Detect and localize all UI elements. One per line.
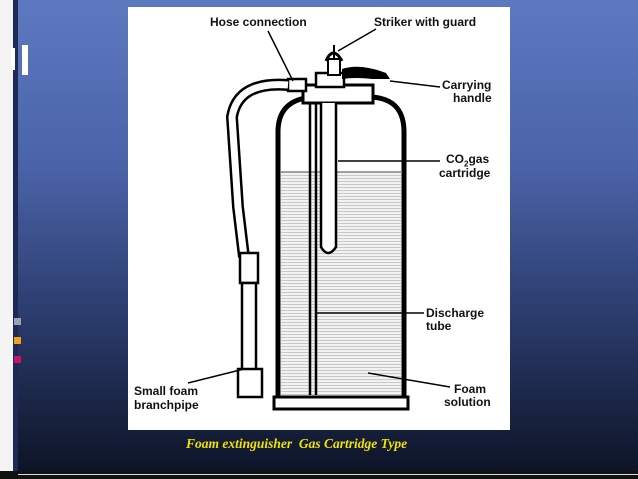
- label-carrying-handle-2: handle: [453, 91, 492, 105]
- label-foam: Foam: [454, 382, 487, 396]
- leader-foam-solution: [367, 372, 451, 388]
- label-hose-connection: Hose connection: [210, 15, 307, 29]
- label-small-foam: Small foam: [134, 384, 199, 398]
- branchpipe-coupling: [238, 251, 260, 285]
- branchpipe-holder: [236, 367, 264, 399]
- label-co2-prefix: CO: [446, 152, 464, 166]
- bottom-rule: [0, 471, 638, 479]
- deco-square-orange: [14, 337, 21, 344]
- co2-cartridge: [319, 103, 338, 255]
- foam-solution-fill: [281, 172, 401, 396]
- leader-branchpipe: [187, 368, 245, 384]
- cylinder-base: [272, 395, 410, 411]
- deco-square-gray: [14, 318, 21, 325]
- label-co2-gas: CO2gas: [446, 153, 489, 170]
- label-co2-cartridge: cartridge: [439, 166, 491, 180]
- hose-inner: [228, 81, 289, 258]
- label-carrying-handle-1: Carrying: [442, 78, 492, 92]
- branchpipe-body: [240, 281, 258, 375]
- label-branchpipe: branchpipe: [134, 398, 199, 412]
- leader-striker: [337, 28, 377, 52]
- carrying-handle: [342, 66, 390, 79]
- deco-square-magenta: [14, 356, 21, 363]
- bottom-rule-line: [18, 474, 638, 475]
- left-dark-bar: [13, 0, 18, 479]
- label-discharge: Discharge: [426, 306, 485, 320]
- leader-carrying-handle: [389, 80, 441, 88]
- leader-hose-connection: [267, 30, 294, 82]
- label-discharge-tube: tube: [426, 319, 452, 333]
- hose-connector: [286, 77, 308, 93]
- label-co2-sub: 2: [464, 159, 469, 169]
- left-white-bar: [0, 0, 13, 479]
- deco-block-2: [11, 48, 15, 70]
- label-co2-suffix: gas: [468, 152, 490, 166]
- slide-caption: Foam extinguisher Gas Cartridge Type: [186, 436, 408, 451]
- label-striker-with-guard: Striker with guard: [374, 15, 477, 29]
- diagram-panel: Hose connection Striker with guard Carry…: [128, 7, 510, 430]
- striker-body: [327, 58, 341, 76]
- deco-block-1: [22, 45, 28, 75]
- label-solution: solution: [444, 395, 491, 409]
- foam-extinguisher-diagram: [187, 28, 451, 411]
